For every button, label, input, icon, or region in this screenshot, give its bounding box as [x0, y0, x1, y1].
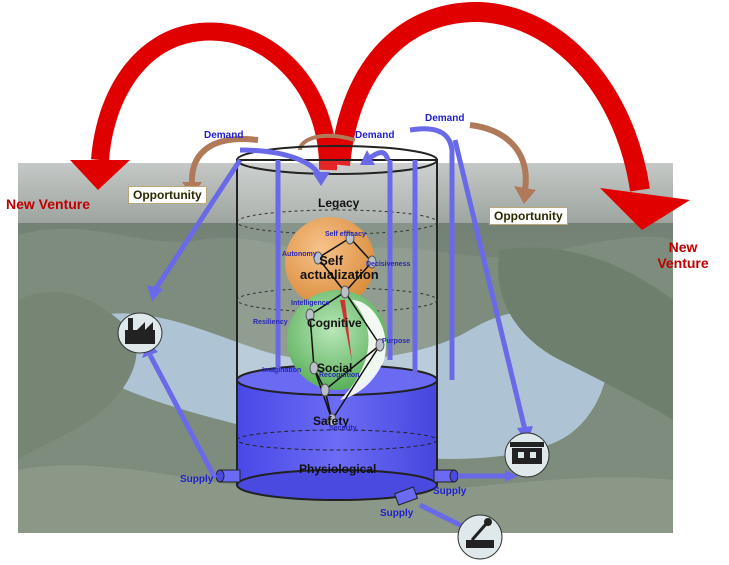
opportunity-right-label: Opportunity: [489, 207, 568, 225]
opportunity-left-label: Opportunity: [128, 186, 207, 204]
attr-self-efficacy: Self efficacy: [325, 231, 366, 238]
demand-center-label: Demand: [355, 130, 395, 141]
attr-decisiveness: Decisiveness: [366, 261, 411, 268]
attr-recognition: Recognition: [319, 372, 360, 379]
demand-right-label: Demand: [425, 113, 465, 124]
demand-supply-arrows: [147, 126, 528, 533]
supply-left-label: Supply: [180, 474, 214, 485]
supply-right-label: Supply: [433, 486, 467, 497]
new-venture-arrows: [70, 1, 690, 230]
new-venture-right-label: New Venture: [657, 239, 709, 271]
level-legacy: Legacy: [318, 196, 360, 210]
level-physiological: Physiological: [299, 462, 377, 476]
workshop-icon: [457, 514, 503, 560]
attr-autonomy: Autonomy: [282, 251, 317, 258]
attr-imagination: Imagination: [262, 367, 302, 374]
demand-left-label: Demand: [204, 130, 244, 141]
level-cognitive: Cognitive: [307, 316, 362, 330]
new-venture-left-label: New Venture: [6, 196, 91, 212]
supply-bottom-label: Supply: [380, 508, 414, 519]
attr-purpose: Purpose: [382, 338, 411, 345]
attr-intelligence: Intelligence: [291, 300, 330, 307]
store-icon: [504, 432, 550, 478]
factory-icon: [117, 312, 163, 354]
level-self-actualization: Self actualization: [300, 253, 379, 282]
level-safety: Safety: [313, 414, 350, 428]
attr-security: Security: [329, 425, 357, 432]
level-social: Social: [317, 361, 353, 375]
needs-cylinder: [215, 145, 459, 506]
attr-resiliency: Resiliency: [253, 319, 288, 326]
